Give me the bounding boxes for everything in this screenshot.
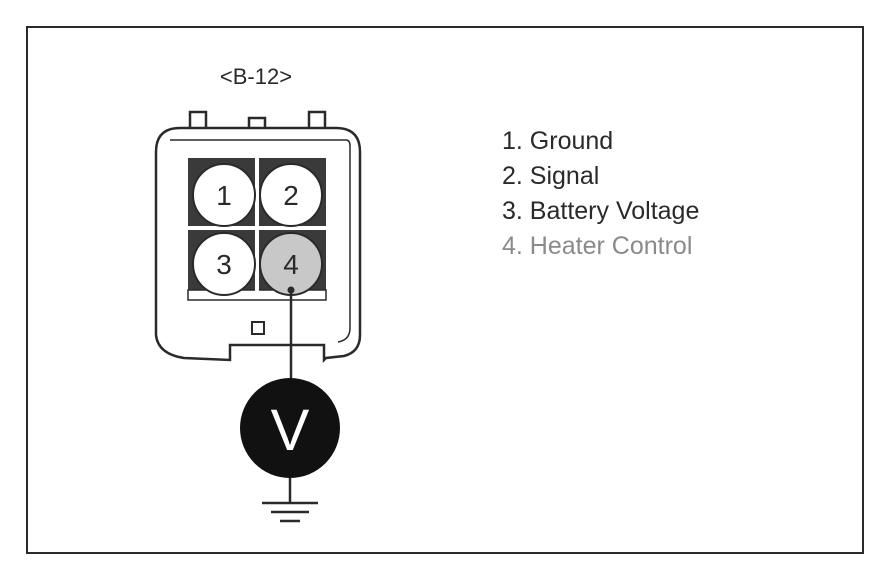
connector-bottom-key xyxy=(251,321,265,335)
legend-item-signal: 2. Signal xyxy=(502,162,600,190)
pin-4-label: 4 xyxy=(283,249,299,280)
pin-3-label: 3 xyxy=(216,249,232,280)
legend-item-battery-voltage: 3. Battery Voltage xyxy=(502,197,700,225)
legend-item-ground: 1. Ground xyxy=(502,127,614,155)
connector-label: <B-12> xyxy=(220,64,292,89)
pin-2 xyxy=(259,163,323,227)
pin-1 xyxy=(192,163,256,227)
voltmeter-icon xyxy=(240,378,340,478)
pin-3 xyxy=(192,232,256,296)
connector-housing-inner-edge xyxy=(170,139,351,343)
pin-1-label: 1 xyxy=(216,180,232,211)
ground-icon xyxy=(262,501,318,523)
legend-item-heater-control: 4. Heater Control xyxy=(502,232,693,260)
pin-2-label: 2 xyxy=(283,180,299,211)
diagram-frame xyxy=(26,26,864,554)
voltmeter-symbol: V xyxy=(271,398,310,463)
pin-legend: 1. Ground 2. Signal 3. Battery Voltage 4… xyxy=(502,124,699,264)
